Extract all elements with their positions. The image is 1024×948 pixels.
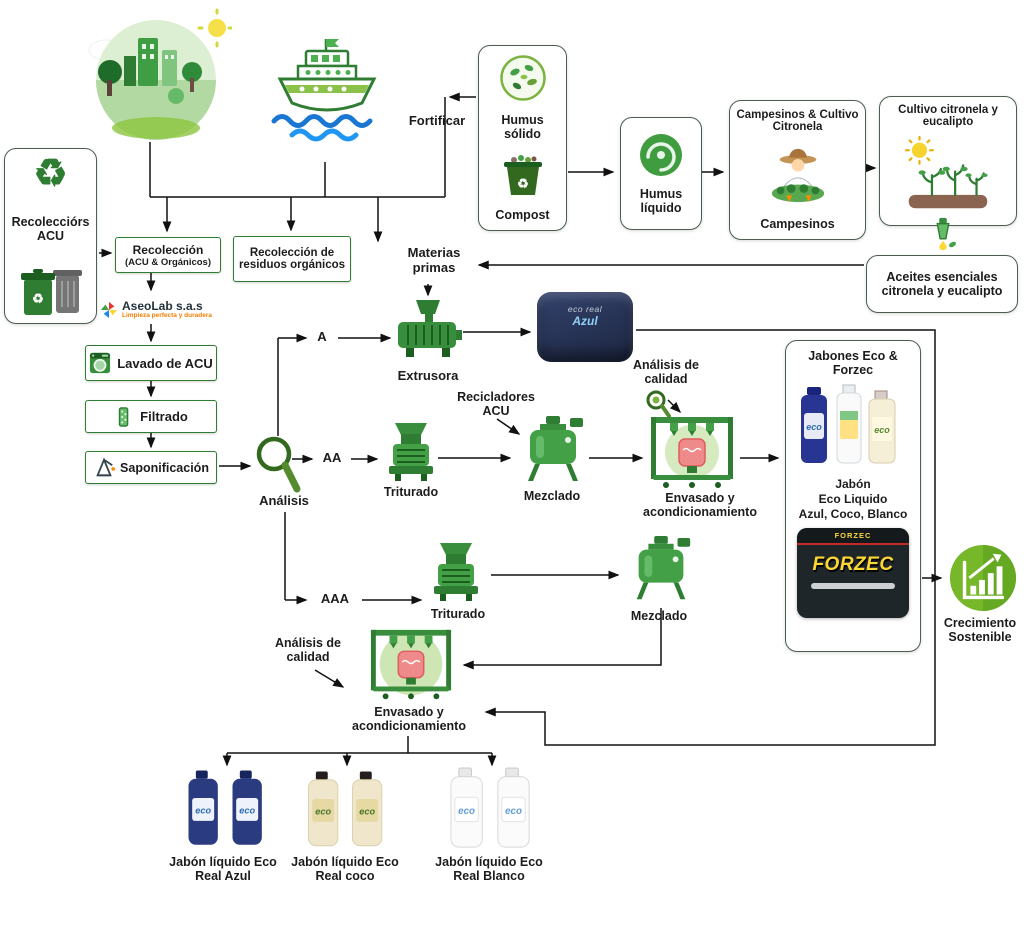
derrick-icon [93, 456, 116, 479]
eco-real-coco-bottles: eco eco [303, 768, 391, 852]
svg-text:eco: eco [195, 806, 211, 816]
jabones-forzec-box: Jabones Eco & Forzec eco eco Jabón Eco L… [785, 340, 921, 652]
recoleccion-residuos-label: Recolección de residuos orgánicos [238, 247, 346, 271]
triturado-2-label: Triturado [430, 607, 486, 621]
svg-text:♻: ♻ [517, 176, 529, 191]
humus-liquido-label: Humus líquido [639, 187, 683, 216]
filter-icon [114, 406, 134, 428]
analisis-label: Análisis [259, 493, 309, 508]
route-aa-label: AA [322, 450, 342, 465]
grinder-machine-2-icon [428, 540, 484, 604]
svg-text:eco: eco [806, 422, 822, 432]
humus-solido-box: Humus sólido ♻ Compost [478, 45, 567, 231]
aceites-label: Aceites esenciales citronela y eucalipto [881, 270, 1003, 298]
extrusora-label: Extrusora [397, 368, 459, 383]
lavado-box: Lavado de ACU [85, 345, 217, 381]
analysis-magnifier-icon [254, 434, 302, 496]
svg-text:eco: eco [239, 806, 255, 816]
ship-illustration [268, 35, 380, 157]
filling-machine-2-icon [368, 626, 454, 704]
brand-name: AseoLab s.a.s [122, 299, 203, 314]
humus-liquido-box: Humus líquido [620, 117, 702, 230]
farmer-icon [760, 145, 836, 205]
washing-machine-icon [89, 352, 111, 374]
filtrado-box: Filtrado [85, 400, 217, 433]
jabones-title: Jabones Eco & Forzec [808, 349, 898, 377]
jabon-azul-label: Jabón líquido Eco Real Azul [169, 855, 277, 884]
filtrado-label: Filtrado [140, 409, 188, 424]
liquid-humus-icon [638, 132, 684, 178]
compost-bin-icon: ♻ [500, 151, 546, 197]
svg-text:♻: ♻ [32, 291, 44, 306]
envasado-1-label: Envasado y acondicionamiento [643, 491, 757, 520]
eco-real-blanco-bottles: eco eco [444, 766, 540, 852]
recycle-icon: ♻ [33, 153, 68, 195]
forzec-product: FORZEC FORZEC [797, 528, 909, 618]
jabones-caption: Jabón Eco Liquido Azul, Coco, Blanco [798, 477, 908, 521]
campesinos-label: Campesinos [760, 217, 835, 231]
svg-text:eco: eco [874, 425, 890, 435]
jabon-coco-label: Jabón líquido Eco Real coco [291, 855, 399, 884]
aceites-box: Aceites esenciales citronela y eucalipto [866, 255, 1018, 313]
green-city-illustration [80, 8, 232, 144]
crecimiento-sostenible-label: Crecimiento Sostenible [943, 616, 1017, 645]
forzec-lid-brand: FORZEC [834, 531, 872, 540]
svg-text:eco: eco [359, 807, 375, 817]
filling-machine-1-icon [648, 414, 736, 492]
saponificacion-box: Saponificación [85, 451, 217, 484]
campesinos-box: Campesinos & Cultivo Citronela Campesino… [729, 100, 866, 240]
lavado-label: Lavado de ACU [117, 355, 213, 371]
extruder-machine-icon [396, 298, 462, 366]
envasado-2-label: Envasado y acondicionamiento [352, 705, 466, 734]
route-a-label: A [317, 329, 327, 344]
brand-tagline: Limpieza perfecta y duradera [122, 312, 212, 320]
organic-matter-icon [499, 54, 547, 102]
cultivo-label: Cultivo citronela y eucalipto [898, 104, 998, 128]
eco-bar-product: eco real Azul [537, 292, 633, 362]
triturado-1-label: Triturado [383, 485, 439, 499]
analisis-calidad-1-label: Análisis de calidad [633, 358, 699, 387]
saponificacion-label: Saponificación [120, 460, 209, 475]
analisis-calidad-2-label: Análisis de calidad [275, 636, 341, 665]
campesinos-title: Campesinos & Cultivo Citronela [736, 109, 859, 133]
recoleccion-box: Recolección (ACU & Orgánicos) [115, 237, 221, 273]
jabon-blanco-label: Jabón líquido Eco Real Blanco [435, 855, 543, 884]
humus-solido-label: Humus sólido [501, 112, 544, 141]
materias-primas-label: Materias primas [407, 245, 461, 275]
mezclado-2-label: Mezclado [630, 609, 688, 623]
forzec-label-line [811, 583, 895, 589]
mezclado-1-label: Mezclado [523, 489, 581, 503]
essential-oil-dropper-icon [928, 216, 958, 254]
svg-text:eco: eco [458, 806, 475, 817]
eco-bar-brand: eco real [567, 304, 603, 314]
svg-text:eco: eco [315, 807, 331, 817]
eco-bar-variant: Azul [572, 314, 598, 328]
mixer-machine-1-icon [518, 416, 588, 488]
sustainable-growth-icon [948, 543, 1018, 613]
fortificar-label: Fortificar [408, 113, 466, 128]
recoleccion-label: Recolección [132, 242, 204, 257]
recoleccion-residuos-box: Recolección de residuos orgánicos [233, 236, 351, 282]
crops-sun-icon [896, 136, 1000, 218]
pinwheel-logo-icon [100, 301, 118, 319]
cultivo-box: Cultivo citronela y eucalipto [879, 96, 1017, 226]
forzec-brand: FORZEC [812, 554, 894, 575]
soap-bottles-image: eco eco [795, 383, 911, 471]
eco-real-azul-bottles: eco eco [183, 766, 271, 852]
route-aaa-label: AAA [320, 591, 350, 606]
recoleccion-sublabel: (ACU & Orgánicos) [124, 256, 212, 268]
compost-label: Compost [495, 207, 550, 222]
grinder-machine-1-icon [383, 421, 439, 483]
aseolab-logo: AseoLab s.a.s Limpieza perfecta y durade… [100, 296, 220, 324]
recolecciors-acu-label: Recolecciórs ACU [11, 215, 90, 243]
recolecciors-acu-box: ♻ Recolecciórs ACU ♻ [4, 148, 97, 324]
recicladores-acu-label: Recicladores ACU [457, 390, 535, 419]
trash-bins-icon: ♻ [16, 265, 86, 317]
mixer-machine-2-icon [626, 536, 696, 606]
svg-text:eco: eco [505, 806, 522, 817]
